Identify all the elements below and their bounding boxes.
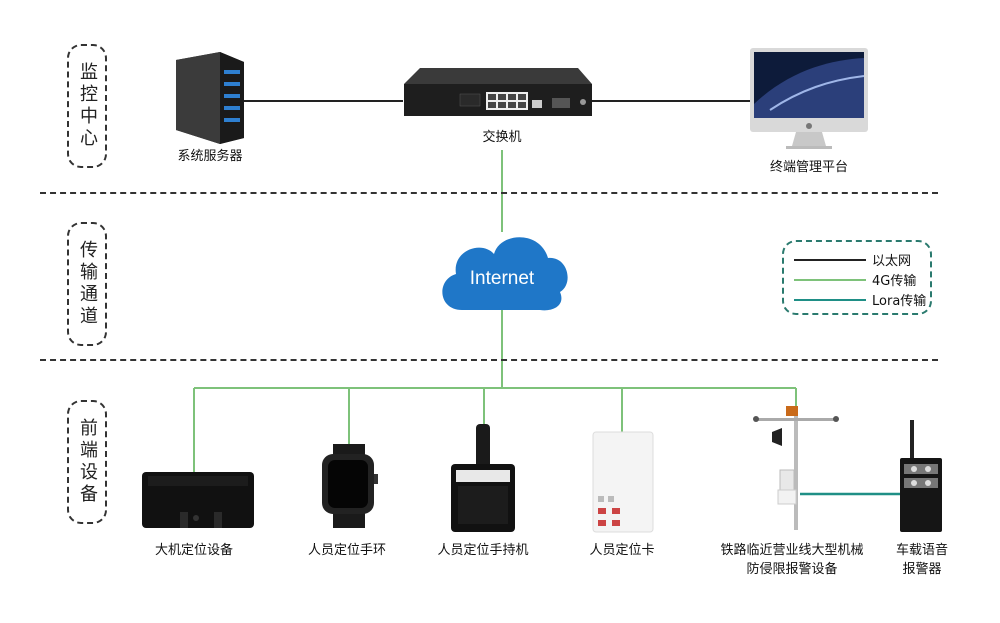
legend: 以太网 4G传输 Lora传输 xyxy=(782,240,932,315)
vehicle-label-line1: 车载语音 xyxy=(895,543,948,558)
server-label: 系统服务器 xyxy=(177,149,243,164)
layer-monitor-label: 监控中心 xyxy=(77,62,98,150)
legend-4g-line xyxy=(794,278,866,281)
legend-ethernet-label: 以太网 xyxy=(872,254,912,269)
legend-ethernet: 以太网 xyxy=(794,250,911,269)
legend-lora: Lora传输 xyxy=(794,290,926,309)
vehicle-label-line2: 报警器 xyxy=(902,562,942,577)
platform-label: 终端管理平台 xyxy=(769,160,848,175)
layer-frontend: 前端设备 xyxy=(67,400,107,524)
layer-transport: 传输通道 xyxy=(67,222,107,346)
card-label: 人员定位卡 xyxy=(589,543,655,558)
internet-label: Internet xyxy=(469,268,535,289)
layer-frontend-label: 前端设备 xyxy=(77,418,98,506)
legend-4g: 4G传输 xyxy=(794,270,916,289)
divider-top xyxy=(40,192,938,194)
legend-4g-label: 4G传输 xyxy=(872,274,917,289)
wristband-label: 人员定位手环 xyxy=(307,543,386,558)
railway-label-line1: 铁路临近营业线大型机械 xyxy=(720,543,864,558)
legend-ethernet-line xyxy=(794,258,866,261)
layer-transport-label: 传输通道 xyxy=(77,240,98,328)
railway-label-line2: 防侵限报警设备 xyxy=(746,562,838,577)
large-machine-label: 大机定位设备 xyxy=(154,543,233,558)
layer-monitor-center: 监控中心 xyxy=(67,44,107,168)
legend-lora-label: Lora传输 xyxy=(872,294,927,309)
switch-label: 交换机 xyxy=(482,130,522,145)
handheld-label: 人员定位手持机 xyxy=(437,543,529,558)
legend-lora-line xyxy=(794,298,866,301)
divider-bottom xyxy=(40,359,938,361)
